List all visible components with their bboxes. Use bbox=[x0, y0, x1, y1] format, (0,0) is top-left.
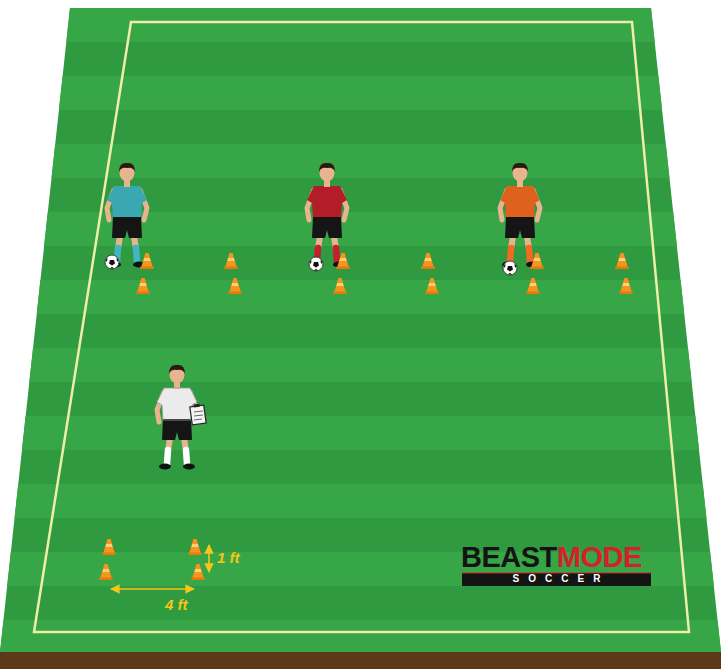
dimension-label: 4 ft bbox=[165, 597, 188, 612]
player-orange bbox=[500, 163, 540, 268]
soccer-ball bbox=[309, 257, 323, 271]
soccer-ball bbox=[503, 261, 517, 275]
dimension-label: 1 ft bbox=[217, 550, 240, 565]
player-red bbox=[307, 163, 347, 268]
coach bbox=[157, 365, 206, 470]
boundary-line bbox=[34, 22, 689, 632]
cone-legend bbox=[99, 539, 209, 589]
field-base bbox=[0, 652, 721, 669]
field-surface bbox=[0, 8, 721, 652]
logo-bar bbox=[462, 573, 651, 586]
logo-word: BEAST bbox=[461, 543, 557, 572]
player-cyan bbox=[107, 163, 147, 268]
field-stripes bbox=[0, 8, 721, 654]
logo-subtitle: SOCCER bbox=[462, 574, 651, 584]
dimension-arrow bbox=[208, 545, 210, 572]
logo-word: MODE bbox=[557, 543, 642, 572]
dimension-arrow bbox=[111, 588, 194, 590]
soccer-ball bbox=[105, 255, 119, 269]
cone-gates bbox=[136, 253, 633, 294]
